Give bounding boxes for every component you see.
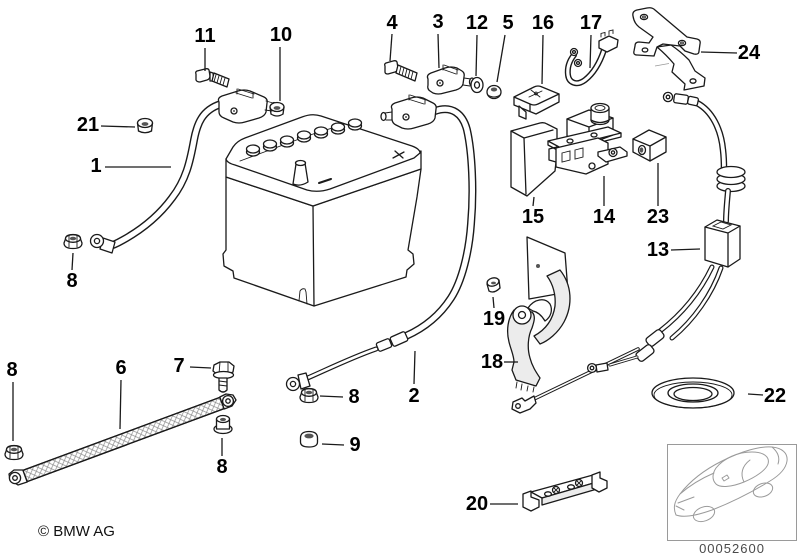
callout-part-24[interactable]: 24 [737,42,761,64]
part-9-dome-nut [299,430,319,448]
callout-part-20[interactable]: 20 [465,493,489,515]
callout-part-22[interactable]: 22 [763,385,787,407]
callout-part-7[interactable]: 7 [173,355,185,377]
part-2-positive-battery-cable [285,94,477,392]
bracket-marking [654,63,670,67]
callout-part-9[interactable]: 9 [349,434,361,456]
callout-part-8[interactable]: 8 [66,270,78,292]
part-16-cover [513,85,560,120]
part-8-nut-c [299,387,319,404]
part-8-nut-a [63,233,83,250]
part-19-cap [486,277,501,293]
part-1-negative-battery-cable [89,88,278,254]
part-8-nut-b [4,444,24,461]
callout-part-3[interactable]: 3 [432,11,444,33]
part-5-grommet [486,84,502,100]
part-23-rubber-block [632,129,667,162]
callout-part-4[interactable]: 4 [386,12,398,34]
callout-part-12[interactable]: 12 [465,12,489,34]
battery-cell-caps [245,118,363,157]
battery-polarity-mark [392,150,405,159]
callout-leader-lines [12,33,764,505]
callout-part-14[interactable]: 14 [592,206,616,228]
callout-part-15[interactable]: 15 [521,206,545,228]
callout-part-23[interactable]: 23 [646,206,670,228]
part-21-grommet [136,117,154,134]
part-22-grommet-ring [651,377,735,409]
callout-part-8[interactable]: 8 [348,386,360,408]
callout-part-8[interactable]: 8 [216,456,228,478]
callout-part-1[interactable]: 1 [90,155,102,177]
callout-part-16[interactable]: 16 [531,12,555,34]
callout-part-17[interactable]: 17 [579,12,603,34]
callout-part-18[interactable]: 18 [480,351,504,373]
part-18-holder [507,236,571,393]
callout-part-10[interactable]: 10 [269,24,293,46]
callout-part-2[interactable]: 2 [408,385,420,407]
callout-part-11[interactable]: 11 [194,25,216,47]
part-6-ground-strap [8,393,237,486]
battery-illustration [222,114,422,307]
callout-part-19[interactable]: 19 [482,308,506,330]
part-10-cap [269,101,285,117]
copyright-notice: © BMW AG [38,523,115,540]
callout-part-13[interactable]: 13 [646,239,670,261]
part-15-cover [510,122,558,197]
part-20-rail-bracket [522,471,608,512]
part-14-terminal-block [547,102,628,175]
part-4-bolt [384,60,418,82]
part-12-washer [470,76,484,94]
callout-part-8[interactable]: 8 [6,359,18,381]
part-8-grommet-d [213,414,233,435]
part-17-jumper-lead [564,29,619,87]
part-11-bolt [195,68,230,88]
part-7-bolt [212,361,235,393]
callout-part-21[interactable]: 21 [76,114,100,136]
callout-part-6[interactable]: 6 [115,357,127,379]
car-thumbnail [667,444,797,541]
diagram-image-code: 00052600 [699,541,765,556]
callout-part-5[interactable]: 5 [502,12,514,34]
part-24-bracket [632,7,706,91]
part-3-terminal-clamp [426,64,476,95]
part-13-cable-with-connector [511,91,746,414]
